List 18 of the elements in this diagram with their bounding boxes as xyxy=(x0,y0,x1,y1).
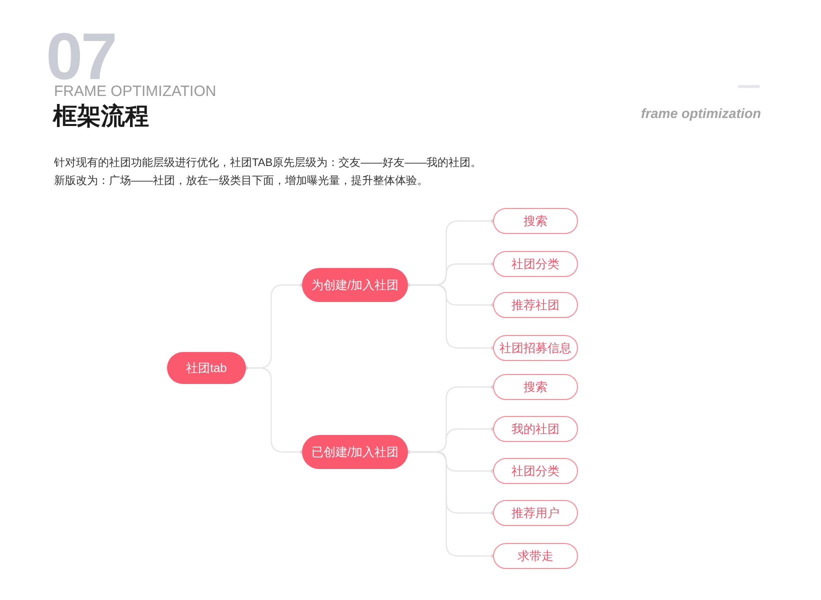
item-pill: 社团分类 xyxy=(493,251,578,277)
category-pill: 社团tab xyxy=(167,352,246,384)
item-pill: 我的社团 xyxy=(493,416,578,442)
category-pill: 为创建/加入社团 xyxy=(302,268,408,302)
item-pill: 推荐用户 xyxy=(493,500,578,526)
subtitle: FRAME OPTIMIZATION xyxy=(54,84,216,99)
item-pill: 求带走 xyxy=(493,543,578,569)
item-pill: 推荐社团 xyxy=(493,292,578,318)
item-pill: 社团招募信息 xyxy=(493,335,578,361)
item-pill: 社团分类 xyxy=(493,458,578,484)
item-pill: 搜索 xyxy=(493,374,578,400)
item-pill: 搜索 xyxy=(493,208,578,234)
title: 框架流程 xyxy=(53,105,149,129)
connector xyxy=(244,366,304,454)
side-caption: frame optimization xyxy=(641,107,762,120)
category-pill: 已创建/加入社团 xyxy=(302,435,408,469)
description-text: 针对现有的社团功能层级进行优化，社团TAB原先层级为：交友——好友——我的社团。 xyxy=(54,158,482,169)
description-text: 新版改为：广场——社团，放在一级类目下面，增加曝光量，提升整体体验。 xyxy=(54,176,428,187)
